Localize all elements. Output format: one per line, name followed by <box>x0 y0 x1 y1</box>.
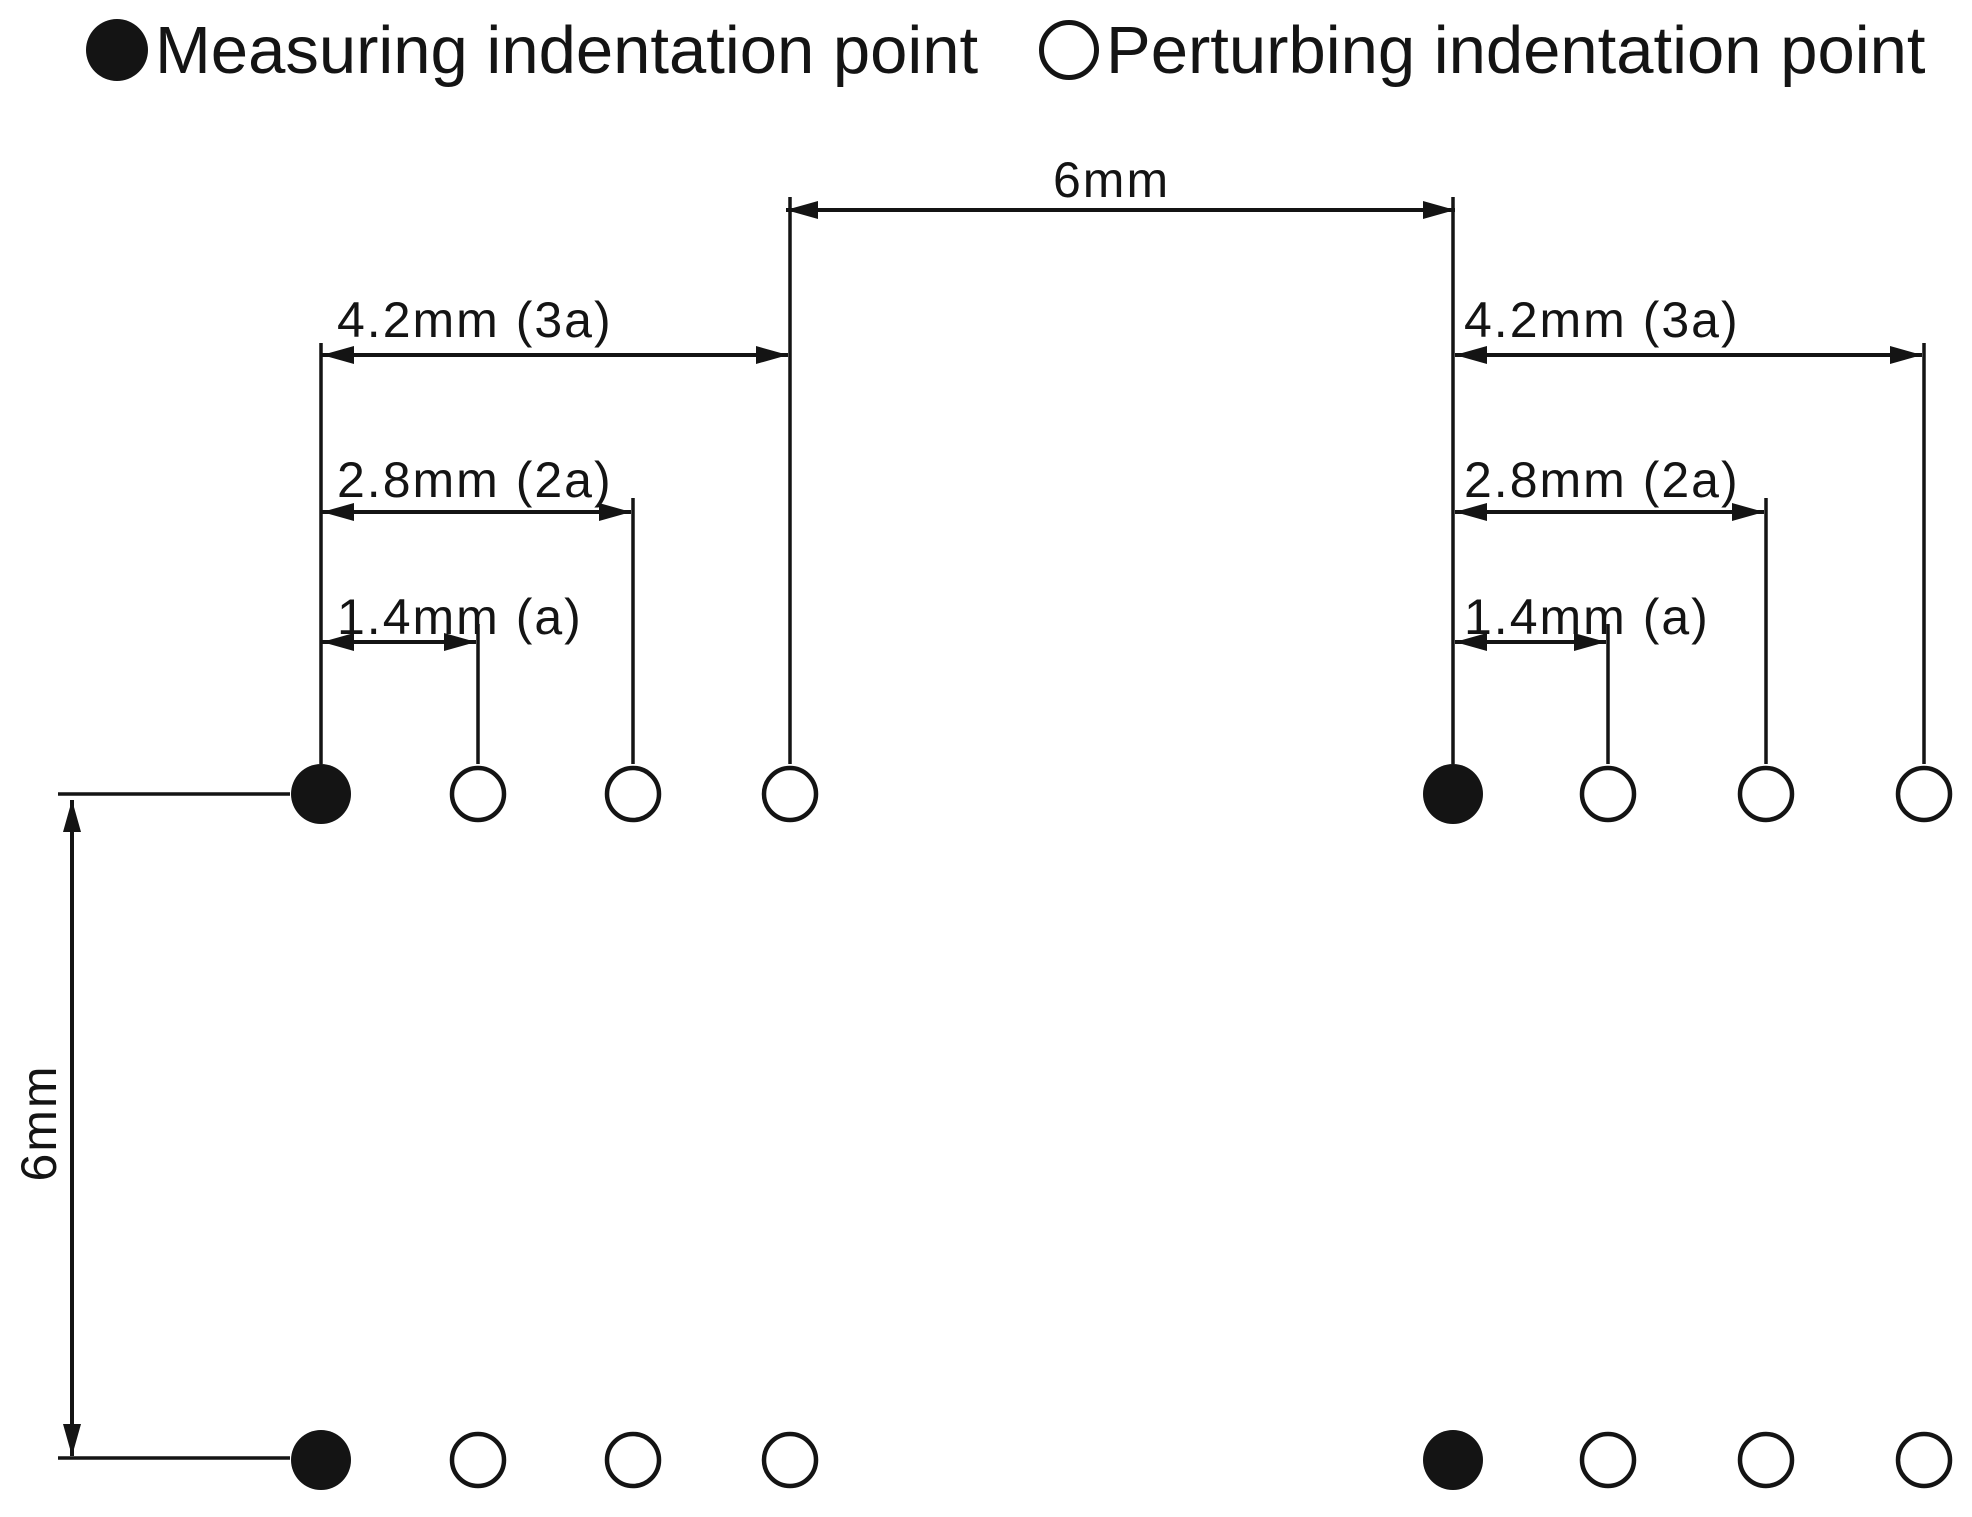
perturbing-point <box>1895 765 1953 823</box>
legend-label-perturbing: Perturbing indentation point <box>1106 12 1926 88</box>
perturbing-point <box>761 1431 819 1489</box>
dimension-arrow-left <box>1455 633 1487 651</box>
perturbing-point <box>1579 1431 1637 1489</box>
perturbing-point <box>604 765 662 823</box>
dimension-label: 2.8mm (2a) <box>337 452 613 508</box>
dimension-arrow-left <box>322 503 354 521</box>
perturbing-point <box>449 765 507 823</box>
perturbing-point <box>449 1431 507 1489</box>
dimension-arrow-bottom <box>63 1424 81 1456</box>
dimension-label: 1.4mm (a) <box>337 589 583 645</box>
dimension-arrow-left <box>1455 346 1487 364</box>
dimension-arrow-right <box>1890 346 1922 364</box>
perturbing-point <box>1737 1431 1795 1489</box>
perturbing-point <box>1737 765 1795 823</box>
dimension-arrow-right <box>1574 633 1606 651</box>
dimension-label: 6mm <box>1053 152 1170 208</box>
dimension-arrow-top <box>63 800 81 832</box>
measuring-point <box>291 764 351 824</box>
measuring-point <box>1423 1430 1483 1490</box>
legend-item-measuring: Measuring indentation point <box>86 12 978 88</box>
legend-label-measuring: Measuring indentation point <box>155 12 979 88</box>
dimension-arrow-right <box>1423 201 1455 219</box>
measuring-point <box>291 1430 351 1490</box>
dimension-arrow-right <box>599 503 631 521</box>
perturbing-point-icon <box>1039 20 1099 80</box>
dimension-arrow-right <box>756 346 788 364</box>
dimension-label: 4.2mm (3a) <box>337 292 613 348</box>
perturbing-point <box>761 765 819 823</box>
perturbing-point <box>1579 765 1637 823</box>
perturbing-point <box>604 1431 662 1489</box>
measuring-point-icon <box>86 19 148 81</box>
dimension-arrow-left <box>322 633 354 651</box>
dimension-label: 6mm <box>11 1064 67 1181</box>
dimension-arrow-left <box>786 201 818 219</box>
dimension-arrow-left <box>322 346 354 364</box>
perturbing-point <box>1895 1431 1953 1489</box>
dimension-label: 1.4mm (a) <box>1464 589 1710 645</box>
measuring-point <box>1423 764 1483 824</box>
dimension-arrow-left <box>1455 503 1487 521</box>
dimension-label: 4.2mm (3a) <box>1464 292 1740 348</box>
legend-item-perturbing: Perturbing indentation point <box>1039 12 1925 88</box>
dimension-arrow-right <box>444 633 476 651</box>
dimension-arrow-right <box>1732 503 1764 521</box>
dimension-label: 2.8mm (2a) <box>1464 452 1740 508</box>
